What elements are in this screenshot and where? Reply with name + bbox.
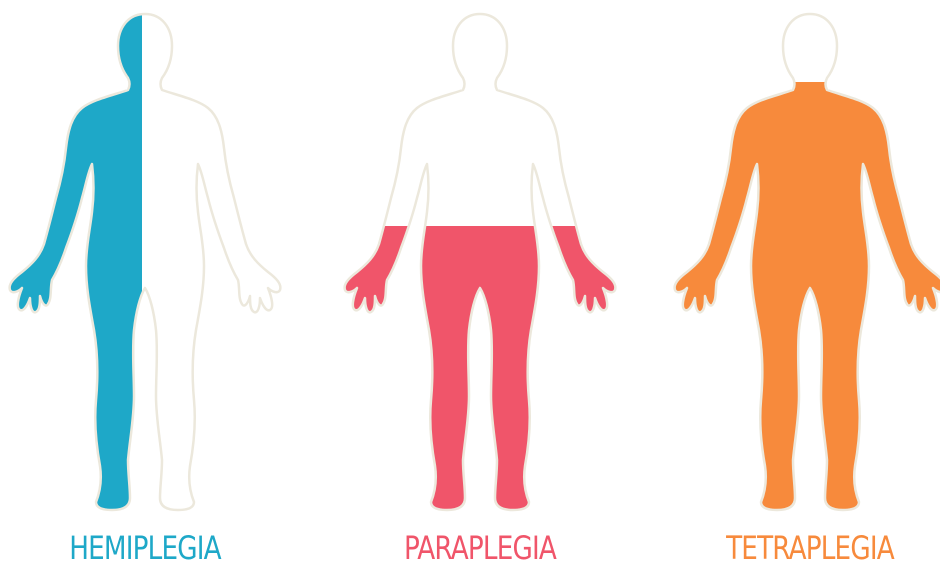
hemiplegia-affected-half: [10, 14, 281, 510]
paraplegia-body-figure: [335, 8, 625, 513]
tetraplegia-label: TETRAPLEGIA: [691, 528, 929, 568]
tetraplegia-body-svg: [665, 8, 940, 513]
hemiplegia-label: HEMIPLEGIA: [26, 528, 264, 568]
tetraplegia-body-figure: [665, 8, 940, 513]
paraplegia-body-svg: [335, 8, 625, 513]
paraplegia-label: PARAPLEGIA: [361, 528, 599, 568]
tetraplegia-affected-body: [675, 14, 940, 510]
paraplegia-affected-legs: [345, 14, 616, 510]
hemiplegia-body-svg: [0, 8, 290, 513]
hemiplegia-body-figure: [0, 8, 290, 513]
